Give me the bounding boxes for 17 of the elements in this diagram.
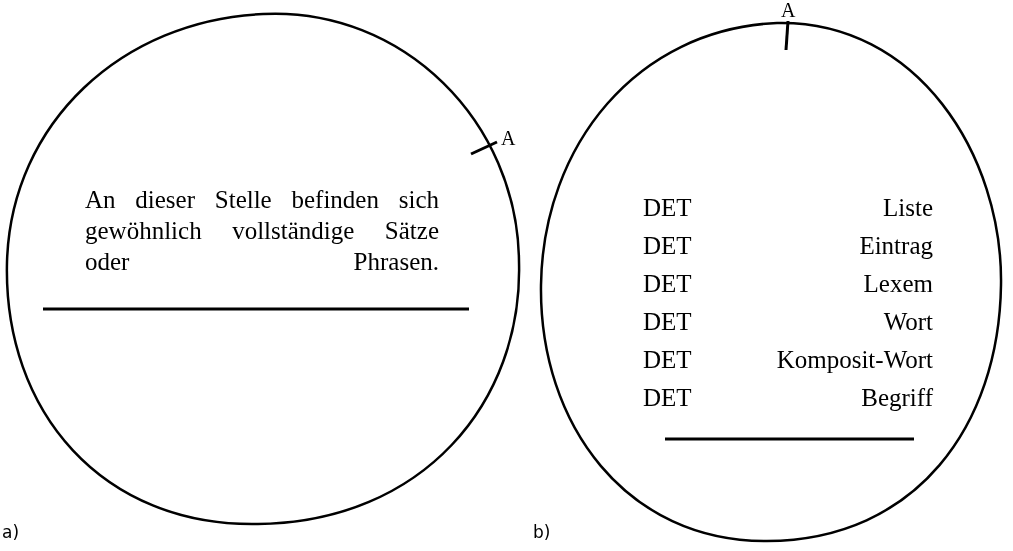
- term-text: Wort: [882, 307, 933, 337]
- point-label: A: [501, 128, 516, 148]
- paragraph-text: An dieser Stelle befinden sich gewöhnlich vollständige Sätze oder Phrasen.: [85, 186, 439, 275]
- term-text: Komposit-Wort: [775, 345, 933, 375]
- panel-label: a): [2, 524, 20, 541]
- determiner-text: DET: [643, 231, 692, 261]
- point-label: A: [781, 0, 796, 20]
- term-text: Liste: [882, 193, 933, 223]
- determiner-text: DET: [643, 307, 692, 337]
- determiner-text: DET: [643, 269, 692, 299]
- term-text: Lexem: [862, 269, 933, 299]
- determiner-text: DET: [643, 383, 692, 413]
- term-text: Begriff: [860, 383, 933, 413]
- determiner-text: DET: [643, 193, 692, 223]
- determiner-text: DET: [643, 345, 692, 375]
- term-text: Eintrag: [858, 231, 933, 261]
- panel-label: b): [533, 524, 551, 541]
